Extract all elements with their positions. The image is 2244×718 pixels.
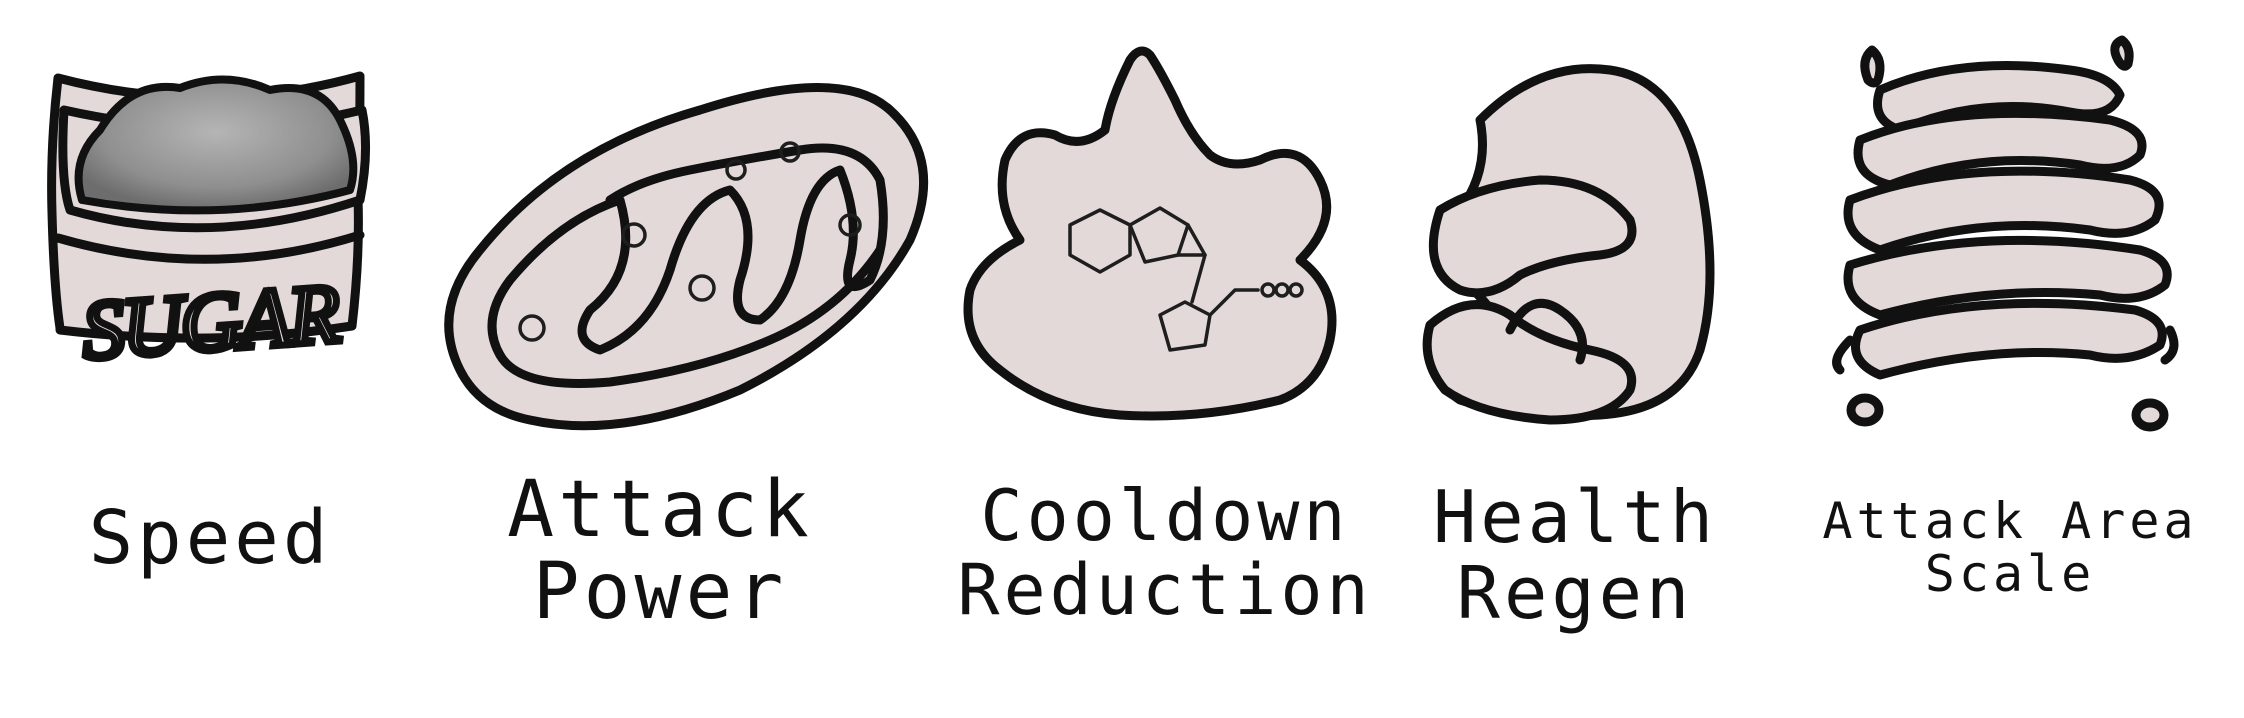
mitochondria-icon (444, 83, 929, 431)
upgrade-health-regen[interactable]: Health Regen (1380, 0, 1780, 718)
sugar-bag-icon: SUGAR (47, 71, 371, 381)
upgrade-label-speed: Speed (88, 495, 332, 581)
sugar-bag-text: SUGAR (79, 267, 341, 378)
upgrade-label-attack-area-scale: Attack Area Scale (1822, 492, 2198, 603)
upgrade-attack-power[interactable]: Attack Power (420, 0, 960, 718)
upgrade-attack-area-scale[interactable]: Attack Area Scale (1780, 0, 2240, 718)
nucleus-blob-icon (1422, 64, 1715, 425)
upgrade-label-health-regen: Health Regen (1432, 475, 1718, 635)
golgi-apparatus-icon (1832, 35, 2179, 432)
upgrade-cooldown-reduction[interactable]: Cooldown Reduction (957, 0, 1380, 718)
upgrade-speed[interactable]: SUGAR Speed (0, 0, 420, 718)
upgrade-label-cooldown-reduction: Cooldown Reduction (957, 475, 1373, 631)
upgrade-label-attack-power: Attack Power (507, 465, 813, 637)
hormone-blob-icon (963, 46, 1337, 421)
